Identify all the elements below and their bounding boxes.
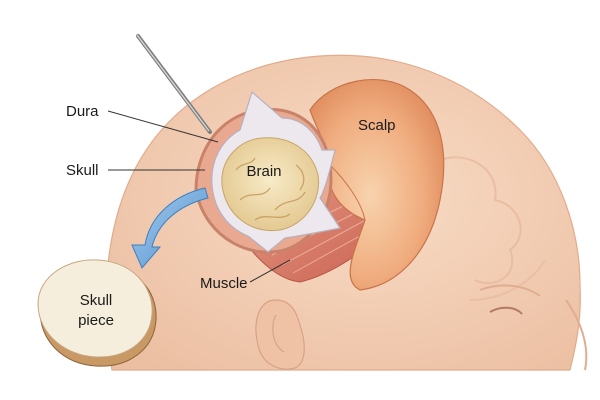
eyebrow [479, 284, 541, 297]
dura-leader [107, 110, 219, 143]
scalp-flap-fold [329, 164, 366, 221]
brain-fold-shadow [469, 259, 546, 301]
label-muscle: Muscle [200, 275, 248, 292]
nose [565, 299, 588, 371]
brain [221, 137, 320, 232]
eye [489, 306, 523, 315]
ear-inner [272, 314, 285, 353]
skull-piece-face [37, 259, 153, 358]
surgical-probe-icon [136, 34, 212, 134]
curved-arrow-icon [131, 187, 209, 269]
label-brain: Brain [246, 163, 281, 180]
brain-gyri [235, 157, 306, 221]
skull-piece [37, 259, 157, 367]
leader-lines [107, 110, 291, 283]
label-dura: Dura [66, 103, 99, 120]
label-skull-piece-line2: piece [78, 312, 114, 329]
muscle-leader [249, 259, 291, 283]
brain-fold-shadow [439, 156, 522, 285]
label-skull: Skull [66, 162, 99, 179]
label-skull-piece-line1: Skull [80, 292, 113, 309]
ear [255, 299, 305, 370]
label-scalp: Scalp [358, 117, 396, 134]
